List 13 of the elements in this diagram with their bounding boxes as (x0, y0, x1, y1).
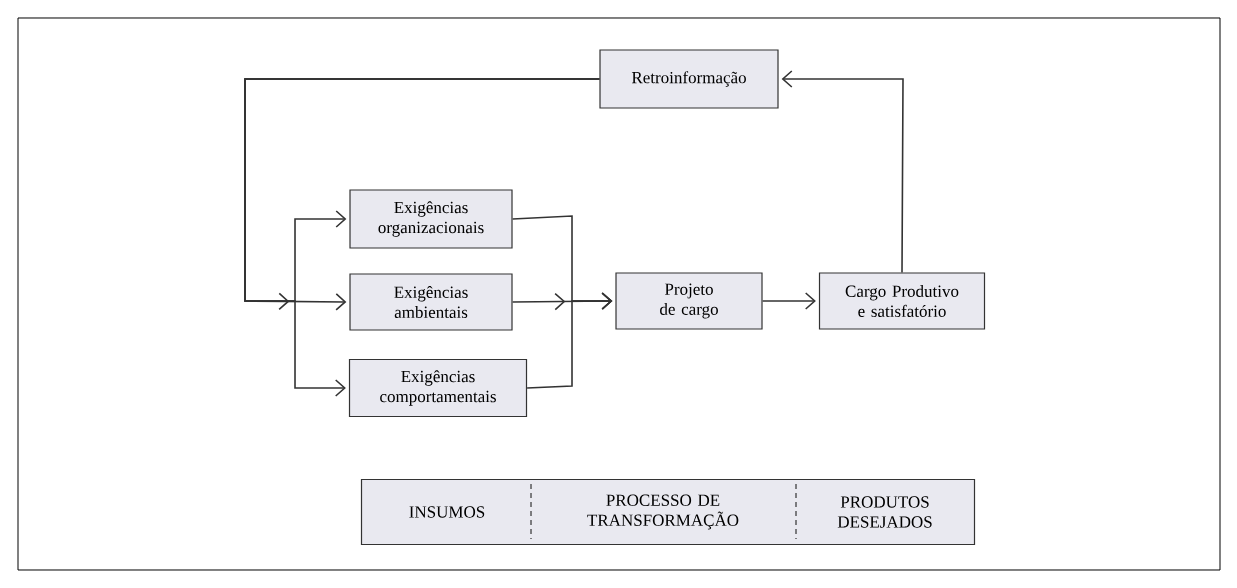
process-box: Exigências organizacionais (349, 189, 513, 249)
process-box: Retroinformação (599, 49, 779, 109)
arrow (244, 78, 601, 397)
band-label: INSUMOS (409, 506, 485, 518)
arrow (526, 292, 613, 389)
arrow (781, 70, 904, 274)
band-label: PROCESSO DE TRANSFORMAÇÃO (587, 494, 739, 530)
process-box: Projeto de cargo (615, 272, 763, 330)
process-box: Exigências comportamentais (348, 358, 528, 418)
process-box: Cargo Produtivo e satisfatório (818, 272, 986, 330)
process-box: Exigências ambientais (349, 273, 513, 331)
band-label: PRODUTOS DESEJADOS (837, 496, 932, 528)
arrow (761, 292, 816, 310)
